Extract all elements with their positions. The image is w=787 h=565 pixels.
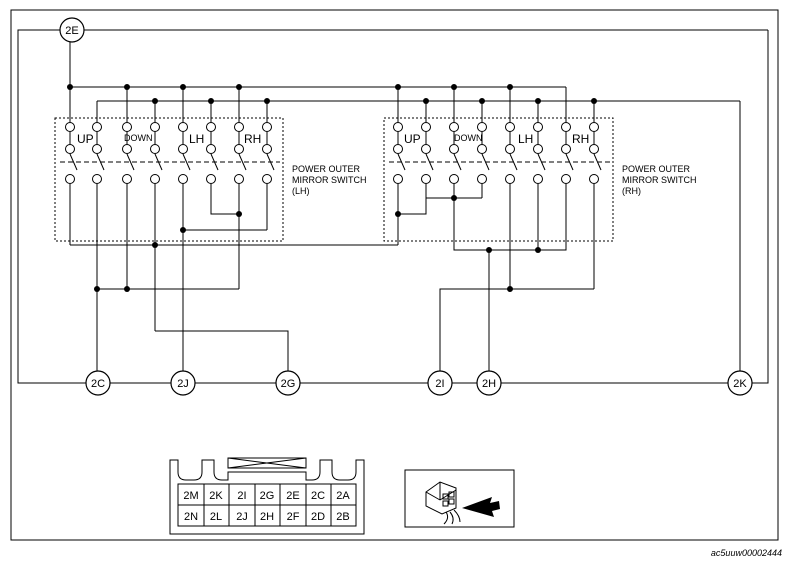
- lh-caption-line1: POWER OUTER: [292, 164, 361, 174]
- node-2h: [476, 370, 502, 396]
- rh-label-rh: RH: [572, 132, 589, 146]
- pin-2f: 2F: [287, 511, 300, 523]
- pin-2k: 2K: [209, 490, 223, 502]
- pin-2h: 2H: [260, 511, 274, 523]
- rh-terminals: [393, 122, 599, 184]
- rh-caption-line1: POWER OUTER: [622, 164, 691, 174]
- pin-2d: 2D: [311, 511, 325, 523]
- reference-code: ac5uuw00002444: [711, 548, 782, 558]
- connector-view-inset: [404, 469, 515, 528]
- node-2i: [427, 370, 453, 396]
- pin-2l: 2L: [210, 511, 222, 523]
- node-2g: [275, 370, 301, 396]
- node-label-2i: 2I: [435, 378, 444, 390]
- rh-label-lh: LH: [518, 132, 533, 146]
- pin-2e: 2E: [286, 490, 299, 502]
- node-2k: [727, 370, 753, 396]
- rh-caption-line3: (RH): [622, 186, 641, 196]
- lh-switch-box: [54, 117, 284, 242]
- connector-face: [169, 457, 365, 535]
- wire-right-loop: [744, 30, 769, 384]
- lh-terminals: [65, 122, 272, 184]
- pin-2i: 2I: [237, 490, 246, 502]
- lh-label-up: UP: [77, 132, 94, 146]
- lh-label-lh: LH: [189, 132, 204, 146]
- pin-2n: 2N: [184, 511, 198, 523]
- pin-2a: 2A: [336, 490, 350, 502]
- lh-caption-line2: MIRROR SWITCH: [292, 175, 367, 185]
- node-label-2j: 2J: [177, 378, 189, 390]
- pin-2c: 2C: [311, 490, 325, 502]
- pin-2m: 2M: [183, 490, 198, 502]
- node-label-2k: 2K: [733, 378, 747, 390]
- wire-2e-loop: [17, 29, 86, 384]
- pin-2b: 2B: [336, 511, 349, 523]
- rh-caption-line2: MIRROR SWITCH: [622, 175, 697, 185]
- lh-label-down: DOWN: [124, 133, 153, 143]
- lh-caption-line3: (LH): [292, 186, 310, 196]
- node-label-2e: 2E: [65, 25, 78, 37]
- pin-2j: 2J: [236, 511, 248, 523]
- node-2j: [170, 370, 196, 396]
- node-label-2g: 2G: [281, 378, 296, 390]
- view-arrow-icon: [462, 497, 500, 517]
- outer-frame: [10, 9, 779, 541]
- rh-label-down: DOWN: [454, 133, 483, 143]
- node-label-2c: 2C: [91, 378, 105, 390]
- node-2c: [85, 370, 111, 396]
- lh-label-rh: RH: [244, 132, 261, 146]
- node-label-2h: 2H: [482, 378, 496, 390]
- junction-dots: [67, 84, 597, 292]
- rh-label-up: UP: [404, 132, 421, 146]
- pin-2g: 2G: [260, 490, 275, 502]
- node-2e: [59, 17, 85, 43]
